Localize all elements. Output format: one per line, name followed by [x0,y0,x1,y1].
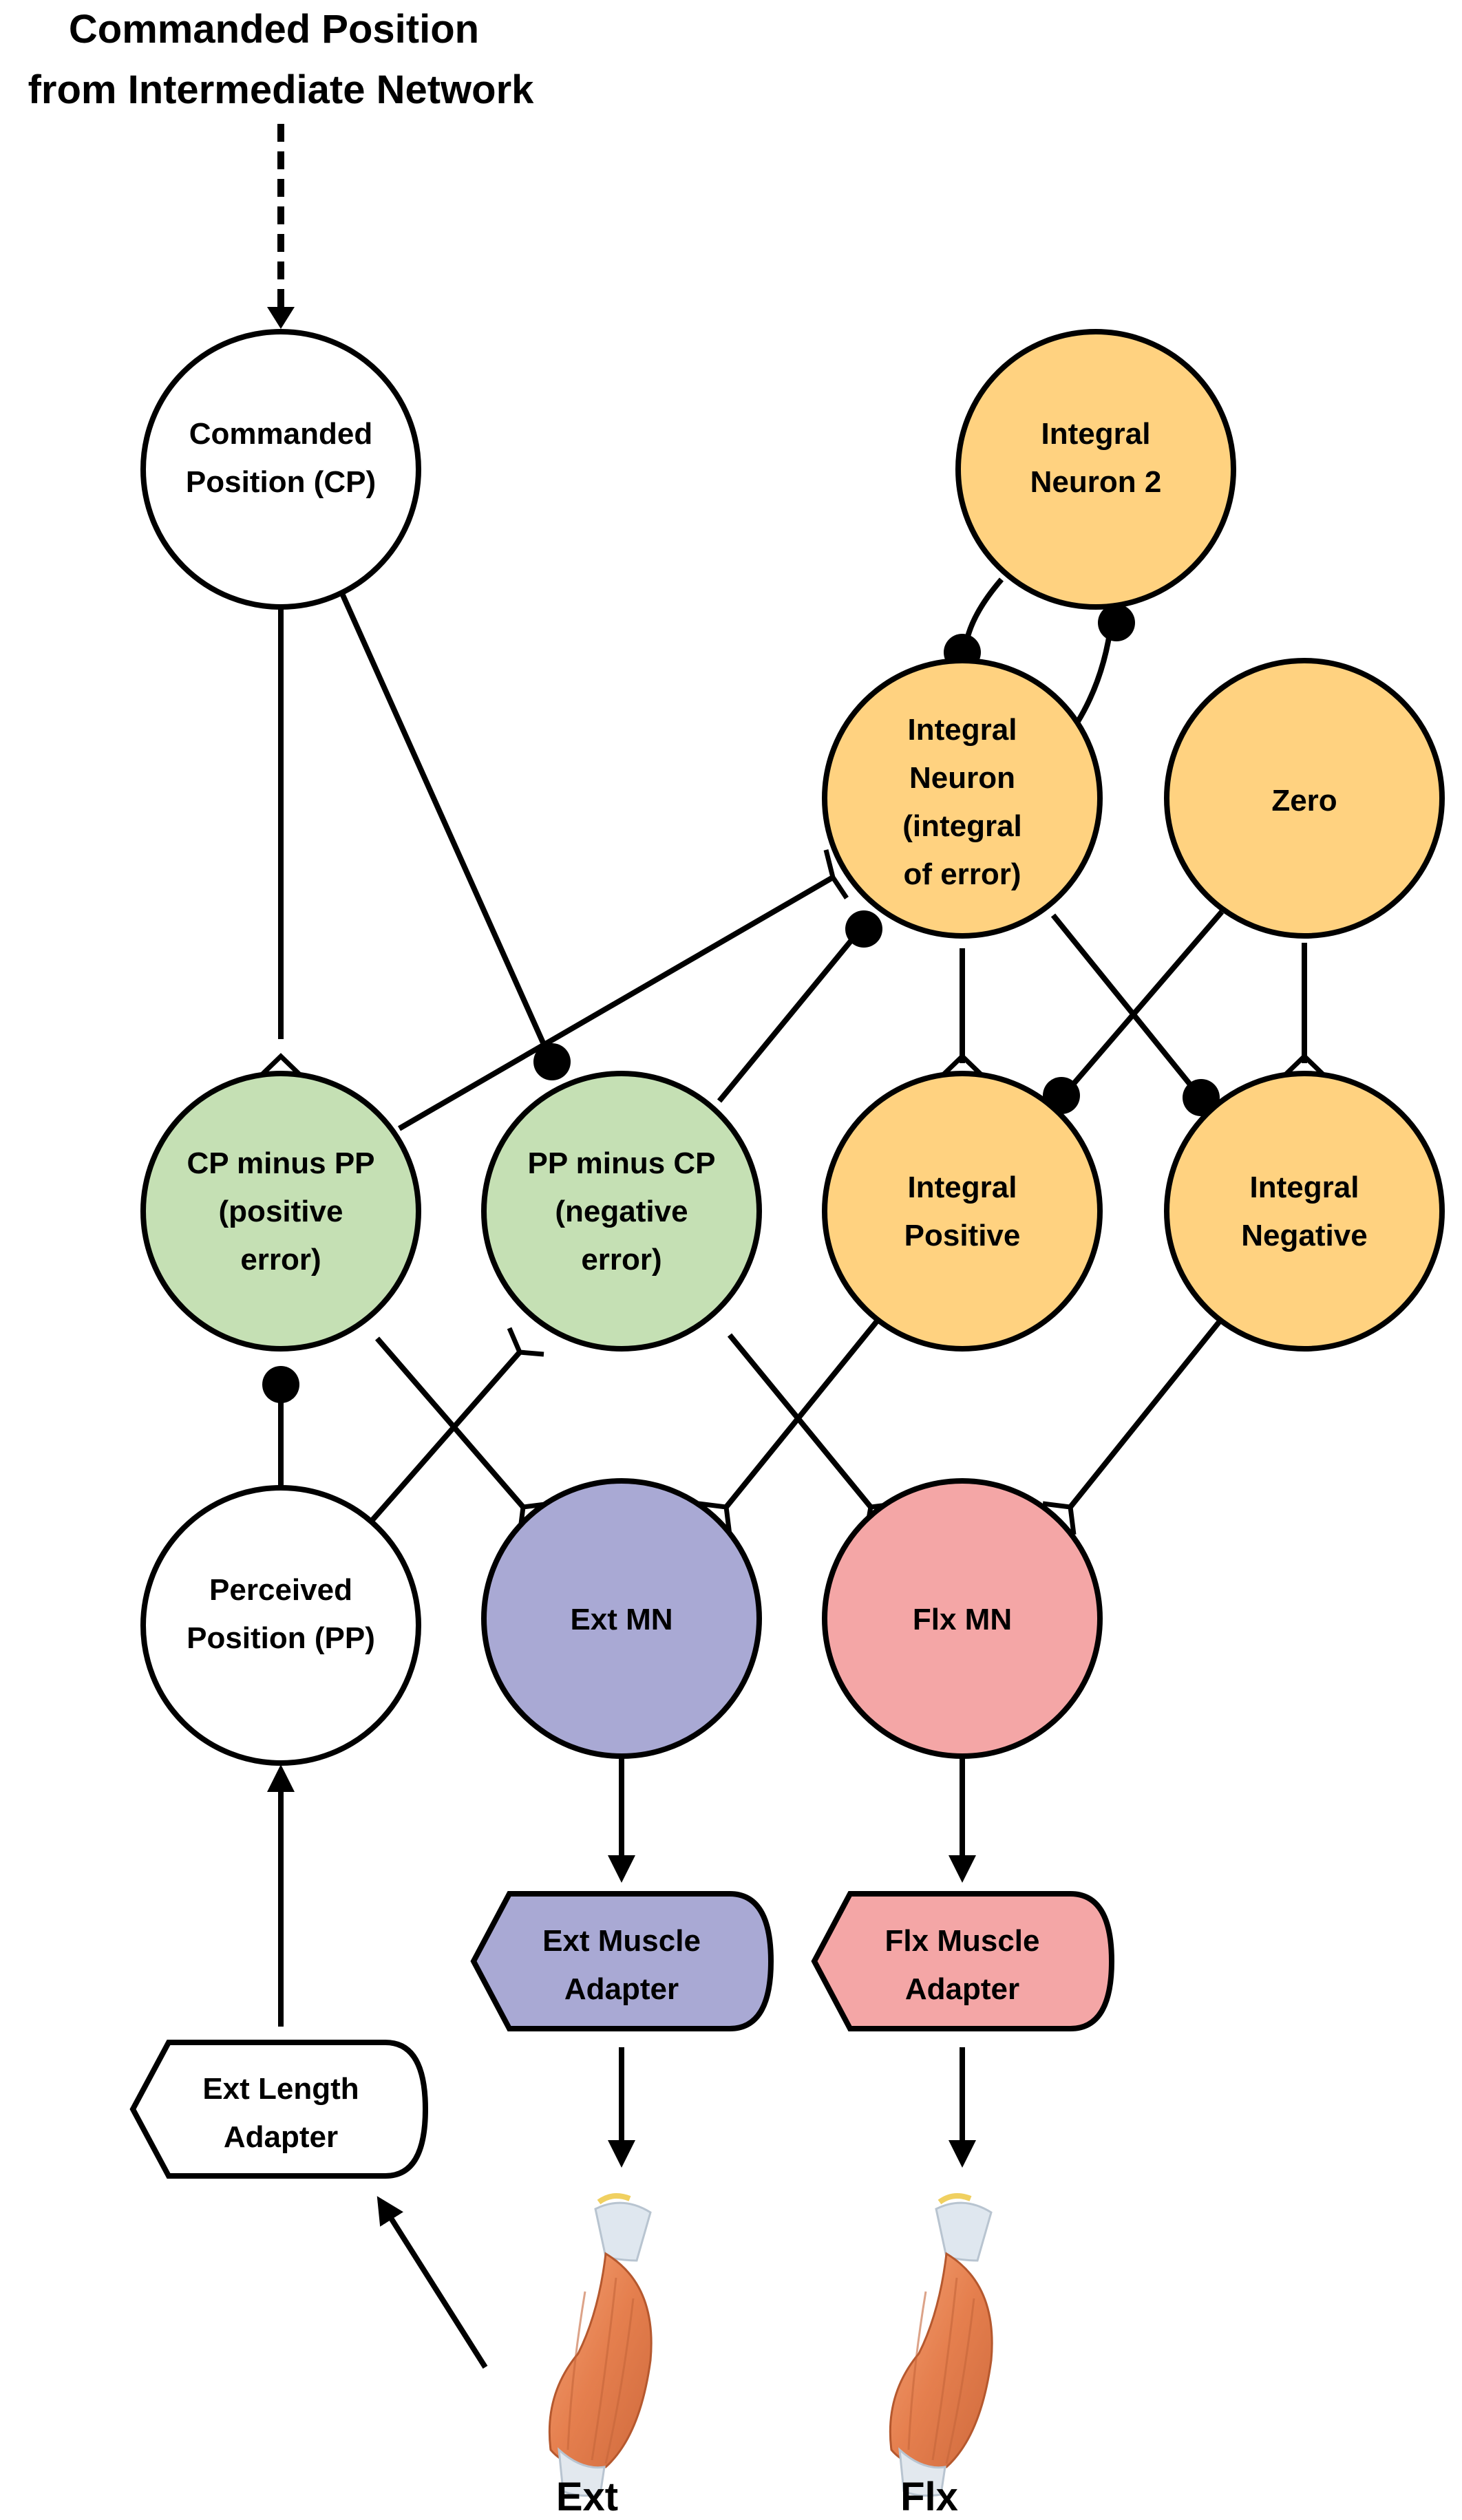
node-pp-minus-cp[interactable]: PP minus CP (negative error) [481,1071,762,1352]
node-cp-minus-pp[interactable]: CP minus PP (positive error) [140,1071,421,1352]
fork-terminal-icon [1042,1501,1077,1535]
adapter-label: Adapter [564,1972,679,2006]
header-line-1: Commanded Position [69,7,479,52]
node-label: Negative [1241,1219,1367,1252]
adapter-label: Flx Muscle [885,1924,1040,1958]
ext-muscle-adapter[interactable]: Ext Muscle Adapter [470,1891,774,2031]
node-label: (negative [555,1195,688,1228]
node-label: CP minus PP [187,1146,374,1180]
ext-muscle-icon [548,2193,653,2497]
fork-terminal-icon [259,1053,302,1077]
adapter-label: Ext Length [202,2072,359,2106]
edge-intneg-to-flxmn [1068,1312,1228,1509]
node-integral-neuron-2[interactable]: Integral Neuron 2 [955,329,1236,610]
adapter-label: Ext Muscle [542,1924,701,1958]
ext-length-adapter[interactable]: Ext Length Adapter [129,2040,429,2179]
node-label: Integral [1041,417,1151,451]
ext-muscle-label: Ext [556,2475,618,2519]
node-label: Commanded [189,417,372,451]
fork-terminal-icon [507,1327,544,1357]
edges [267,577,1307,2369]
node-label: Position (CP) [186,465,376,499]
header-line-2: from Intermediate Network [28,67,535,112]
node-label: Neuron 2 [1030,465,1162,499]
excitatory-terminals [259,849,1326,1535]
fork-terminal-icon [941,1053,984,1077]
flx-muscle-adapter[interactable]: Flx Muscle Adapter [811,1891,1115,2031]
edge-int-to-intneg [1050,913,1202,1098]
filled-circle-terminal-icon [845,910,882,948]
node-integral-negative[interactable]: Integral Negative [1164,1071,1445,1352]
node-label: Integral [908,713,1017,747]
edge-muscle-to-lengthadapter [377,2196,488,2369]
node-label: (integral [902,809,1022,843]
node-commanded-position[interactable]: Commanded Position (CP) [140,329,421,610]
node-label: Positive [904,1219,1021,1252]
edge-ppminuscp-to-flxmn [727,1333,873,1509]
edge-ppminuscp-to-int [717,926,865,1103]
node-label: Flx MN [913,1603,1012,1636]
filled-circle-terminal-icon [533,1043,571,1080]
node-integral-neuron[interactable]: Integral Neuron (integral of error) [822,658,1103,939]
node-integral-positive[interactable]: Integral Positive [822,1071,1103,1352]
filled-circle-terminal-icon [1098,604,1135,641]
node-flx-mn[interactable]: Flx MN [822,1478,1103,1759]
filled-circle-terminal-icon [262,1366,299,1403]
node-ext-mn[interactable]: Ext MN [481,1478,762,1759]
node-label: of error) [903,857,1021,891]
adapter-label: Adapter [224,2120,338,2154]
flx-muscle-label: Flx [900,2475,958,2519]
node-perceived-position[interactable]: Perceived Position (PP) [140,1485,421,1766]
node-zero[interactable]: Zero [1164,658,1445,939]
edge-zero-to-intpos [1061,910,1225,1098]
dashed-arrow-head [267,307,295,329]
fork-terminal-icon [698,1501,732,1535]
edge-cpminuspp-to-extmn [374,1336,526,1509]
flx-muscle-icon [889,2193,993,2497]
node-label: Neuron [909,761,1015,795]
adapter-label: Adapter [905,1972,1019,2006]
node-label: Integral [1250,1171,1359,1204]
edge-cp-to-ppminuscp [338,589,553,1061]
node-label: Ext MN [570,1603,672,1636]
fork-terminal-icon [823,849,849,899]
node-label: error) [240,1243,321,1277]
edge-pp-to-ppminuscp [369,1350,522,1523]
node-label: Zero [1271,784,1337,818]
edge-intpos-to-extmn [723,1316,882,1509]
node-label: Position (PP) [187,1621,375,1655]
node-label: (positive [219,1195,343,1228]
node-label: PP minus CP [527,1146,715,1180]
edge-cpminuspp-to-int [397,875,835,1131]
node-label: error) [581,1243,661,1277]
node-label: Perceived [209,1573,352,1607]
fork-terminal-icon [1283,1053,1326,1077]
node-label: Integral [908,1171,1017,1204]
